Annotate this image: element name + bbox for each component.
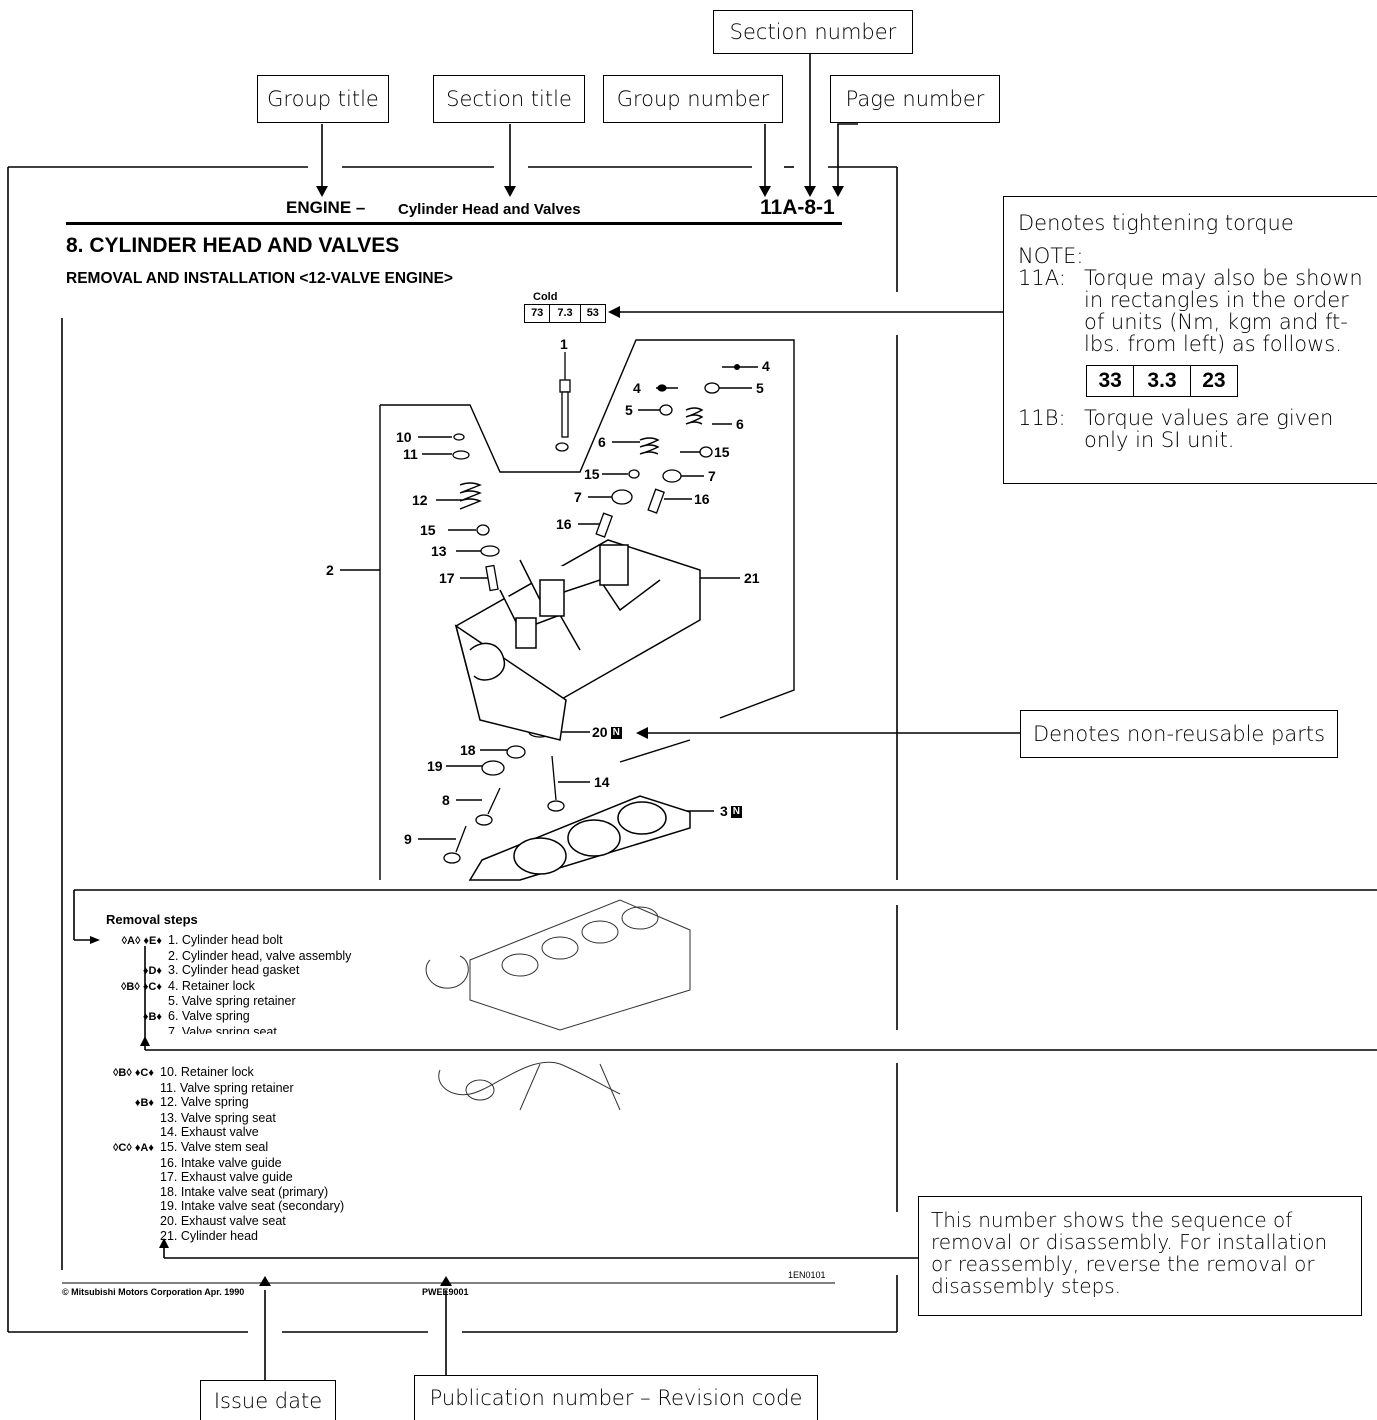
part-label: 6 [598, 434, 606, 450]
callout-publication-number: Publication number – Revision code [414, 1375, 818, 1420]
torque-note-heading: Denotes tightening torque [1018, 211, 1294, 235]
torque-note-11a-code: 11A: [1018, 266, 1066, 290]
removal-step: 13. Valve spring seat [160, 1110, 276, 1125]
removal-step: ◊B◊ ♦C♦4. Retainer lock [120, 978, 255, 993]
torque-note-11b-text: Torque values are given only in SI unit. [1084, 406, 1334, 452]
header-section-title: Cylinder Head and Valves [398, 201, 581, 218]
removal-steps-list-b: ◊B◊ ♦C♦10. Retainer lock 11. Valve sprin… [90, 1065, 344, 1243]
removal-step: 14. Exhaust valve [160, 1125, 259, 1140]
removal-step: ♦B♦6. Valve spring [142, 1008, 250, 1023]
cold-torque-nm: 73 [525, 305, 551, 322]
removal-step: ◊B◊ ♦C♦10. Retainer lock [112, 1065, 254, 1079]
part-label: 9 [404, 831, 412, 847]
removal-step: 21. Cylinder head [160, 1228, 258, 1243]
callout-section-number: Section number [713, 10, 913, 54]
torque-note-11b-code: 11B: [1018, 406, 1066, 430]
header-page-ref: 11A-8-1 [760, 196, 835, 219]
part-label: 10 [396, 429, 412, 445]
torque-example-nm: 33 [1087, 366, 1135, 396]
removal-steps-title: Removal steps [106, 912, 198, 927]
part-label: 5 [625, 402, 633, 418]
callout-sequence: This number shows the sequence of remova… [918, 1196, 1362, 1316]
part-label: 18 [460, 742, 476, 758]
callout-group-title: Group title [257, 75, 389, 123]
removal-step: 18. Intake valve seat (primary) [160, 1184, 329, 1199]
torque-note-11a-text: Torque may also be shown in rectangles i… [1084, 266, 1363, 356]
cold-label: Cold [533, 291, 558, 303]
removal-step: ◊C◊ ♦A♦15. Valve stem seal [112, 1139, 269, 1154]
part-label: 21 [744, 570, 760, 586]
torque-example-box: 33 3.3 23 [1086, 365, 1238, 397]
part-label: 12 [412, 492, 428, 508]
removal-steps-list-a: ◊A◊ ♦E♦1. Cylinder head bolt 2. Cylinder… [98, 933, 351, 1034]
torque-note-box: Denotes tightening torque NOTE: 11A: Tor… [1003, 196, 1377, 484]
removal-step: 5. Valve spring retainer [168, 994, 296, 1009]
header-rule [66, 222, 842, 225]
figure-code: 1EN0101 [788, 1270, 826, 1280]
page-subheading: REMOVAL AND INSTALLATION <12-VALVE ENGIN… [66, 270, 453, 287]
header-group-title: ENGINE – [286, 198, 366, 217]
part-label: 16 [556, 516, 572, 532]
callout-group-number: Group number [603, 75, 783, 123]
removal-step: 17. Exhaust valve guide [160, 1170, 293, 1185]
part-label: 11 [403, 446, 418, 462]
cold-torque-ftlbs: 53 [586, 307, 599, 319]
page-heading: 8. CYLINDER HEAD AND VALVES [66, 234, 400, 257]
part-label: 4 [762, 358, 770, 374]
part-label: 6 [736, 416, 744, 432]
part-label: 13 [431, 543, 447, 559]
cold-torque-kgm: 7.3 [550, 305, 581, 322]
part-label: 2 [326, 562, 334, 578]
part-label: 8 [442, 792, 450, 808]
part-label: 19 [427, 758, 443, 774]
part-label: 14 [594, 774, 610, 790]
torque-example-kgm: 3.3 [1134, 366, 1191, 396]
callout-page-number: Page number [830, 75, 1000, 123]
part-label: 4 [633, 380, 641, 396]
publication-code: PWEE9001 [422, 1287, 469, 1297]
removal-step: ◊A◊ ♦E♦1. Cylinder head bolt [121, 933, 283, 947]
part-label: 16 [694, 491, 710, 507]
removal-step: 16. Intake valve guide [160, 1155, 282, 1170]
removal-step: 7. Valve spring seat [168, 1024, 277, 1034]
removal-step: 11. Valve spring retainer [160, 1080, 294, 1095]
part-label: 15 [714, 444, 730, 460]
removal-step: ♦B♦12. Valve spring [134, 1095, 249, 1110]
callout-non-reusable: Denotes non-reusable parts [1020, 710, 1338, 758]
callout-section-title: Section title [433, 75, 585, 123]
removal-step: 2. Cylinder head, valve assembly [168, 948, 352, 963]
torque-note-label: NOTE: [1018, 244, 1084, 268]
removal-step: 20. Exhaust valve seat [160, 1213, 286, 1228]
removal-step: ♦D♦3. Cylinder head gasket [142, 963, 300, 978]
part-label: 1 [560, 336, 568, 352]
part-label: 17 [439, 570, 455, 586]
part-label: 7 [574, 489, 582, 505]
part-label: 7 [708, 468, 716, 484]
removal-step: 19. Intake valve seat (secondary) [160, 1199, 345, 1214]
part-label: 15 [584, 466, 600, 482]
torque-example-ftlbs: 23 [1202, 369, 1226, 392]
cold-torque-box: 73 7.3 53 [524, 304, 606, 323]
callout-issue-date: Issue date [200, 1380, 336, 1420]
copyright-issue-date: © Mitsubishi Motors Corporation Apr. 199… [62, 1287, 245, 1297]
part-label: 15 [420, 522, 436, 538]
part-label: 5 [756, 380, 764, 396]
